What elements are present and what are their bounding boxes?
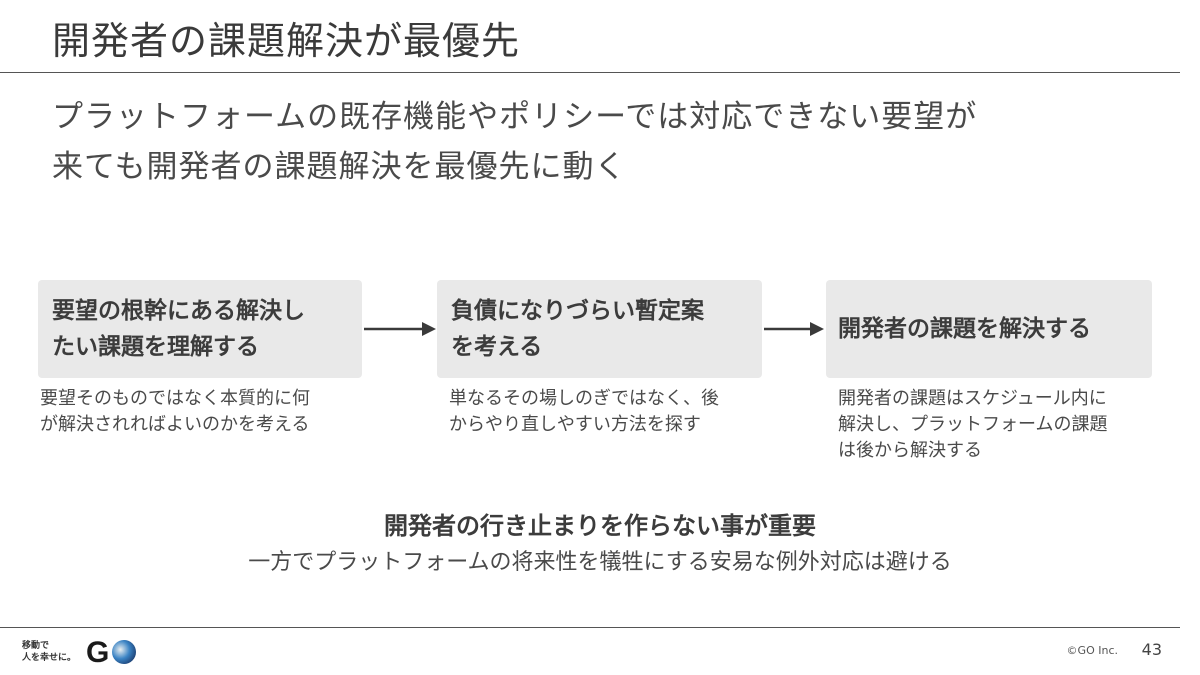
step-desc-line: 解決し、プラットフォームの課題 — [838, 414, 1108, 435]
lead-text: プラットフォームの既存機能やポリシーでは対応できない要望が 来ても開発者の課題解… — [52, 92, 977, 192]
go-logo: 移動で 人を幸せに。 G — [22, 636, 138, 668]
slide-title: 開発者の課題解決が最優先 — [52, 19, 521, 63]
lead-line-1: プラットフォームの既存機能やポリシーでは対応できない要望が — [52, 99, 978, 135]
subnote-text: 一方でプラットフォームの将来性を犠牲にする安易な例外対応は避ける — [248, 550, 952, 575]
step-box-solve: 開発者の課題を解決する — [826, 280, 1152, 378]
step-desc-line: が解決されればよいのかを考える — [40, 414, 310, 435]
title-divider — [0, 72, 1180, 73]
logo-tagline-line: 移動で — [22, 641, 50, 651]
step-desc-understand: 要望そのものではなく本質的に何 が解決されればよいのかを考える — [40, 386, 310, 438]
step-title-line: を考える — [451, 334, 543, 360]
go-logo-mark-icon: G — [86, 636, 136, 668]
lead-line-2: 来ても開発者の課題解決を最優先に動く — [52, 149, 627, 185]
logo-tagline-line: 人を幸せに。 — [22, 653, 77, 663]
step-desc-line: からやり直しやすい方法を探す — [449, 414, 701, 435]
step-desc-interim: 単なるその場しのぎではなく、後 からやり直しやすい方法を探す — [449, 386, 719, 438]
step-desc-solve: 開発者の課題はスケジュール内に 解決し、プラットフォームの課題 は後から解決する — [838, 386, 1107, 464]
step-title-line: たい課題を理解する — [52, 334, 259, 360]
page-number: 43 — [1141, 640, 1162, 659]
footer-divider — [0, 627, 1180, 628]
svg-text:G: G — [86, 636, 109, 668]
arrow-right-icon — [364, 322, 436, 336]
arrow-right-icon — [764, 322, 824, 336]
step-title-line: 開発者の課題を解決する — [838, 316, 1091, 342]
logo-tagline: 移動で 人を幸せに。 — [22, 640, 84, 664]
step-box-understand: 要望の根幹にある解決し たい課題を理解する — [38, 280, 362, 378]
step-desc-line: 開発者の課題はスケジュール内に — [838, 388, 1107, 409]
step-desc-line: は後から解決する — [838, 440, 982, 461]
copyright: ©GO Inc. — [1066, 644, 1118, 657]
step-box-interim: 負債になりづらい暫定案 を考える — [437, 280, 762, 378]
step-title-line: 負債になりづらい暫定案 — [451, 298, 704, 324]
emphasis-text: 開発者の行き止まりを作らない事が重要 — [384, 512, 816, 540]
step-title-line: 要望の根幹にある解決し — [52, 298, 305, 324]
step-desc-line: 単なるその場しのぎではなく、後 — [449, 388, 719, 409]
step-desc-line: 要望そのものではなく本質的に何 — [40, 388, 310, 409]
